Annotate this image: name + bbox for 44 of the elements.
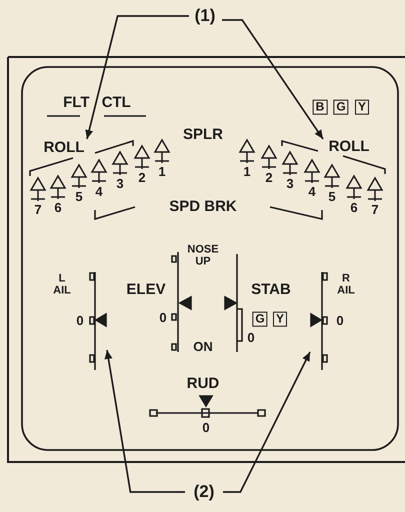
leader-line [104, 350, 185, 493]
direction-label: ON [193, 340, 213, 354]
section-label: SPD BRK [169, 199, 237, 215]
callout-number: (2) [194, 483, 214, 501]
aileron-scale [310, 271, 328, 371]
roll-label: ROLL [44, 140, 84, 156]
spoiler-number: 2 [265, 171, 273, 185]
spoiler-number: 5 [75, 190, 83, 204]
spoiler-number: 7 [34, 203, 42, 217]
roll-label: ROLL [328, 139, 370, 155]
spoiler-number: 4 [308, 185, 316, 199]
spoiler-number: 3 [286, 177, 294, 191]
leader-line [223, 352, 311, 493]
system-indicator: G [252, 312, 268, 326]
system-indicator: Y [273, 312, 287, 326]
zero-mark: 0 [76, 314, 84, 328]
aileron-scale [89, 271, 107, 371]
spoiler-number: 1 [243, 165, 251, 179]
section-label: SPLR [183, 127, 223, 143]
elevator-label: ELEV [126, 282, 166, 298]
leader-line [222, 19, 324, 140]
zero-mark: 0 [202, 421, 210, 435]
title-text: FLT CTL [63, 95, 131, 111]
spoiler-number: 6 [350, 201, 358, 215]
spoiler-number: 6 [54, 201, 62, 215]
stabilizer-label: STAB [251, 282, 291, 298]
spoiler-number: 4 [95, 185, 103, 199]
leader-line [85, 15, 189, 140]
spoiler-number: 3 [116, 177, 124, 191]
system-indicator: B [312, 100, 328, 114]
zero-mark: 0 [159, 311, 167, 325]
spoiler-number: 1 [158, 165, 166, 179]
system-indicator: Y [355, 100, 369, 114]
rudder-label: RUD [186, 376, 220, 392]
aileron-label: R AIL [336, 273, 356, 297]
aileron-label: L AIL [52, 273, 72, 297]
spoiler-number: 5 [328, 190, 336, 204]
spoiler-number: 2 [138, 171, 146, 185]
zero-mark: 0 [336, 314, 344, 328]
callout-number: (1) [194, 7, 216, 25]
zero-mark: 0 [247, 331, 255, 345]
spoiler-number: 7 [371, 203, 379, 217]
direction-label: NOSE UP [186, 244, 220, 268]
system-indicator: G [333, 100, 349, 114]
